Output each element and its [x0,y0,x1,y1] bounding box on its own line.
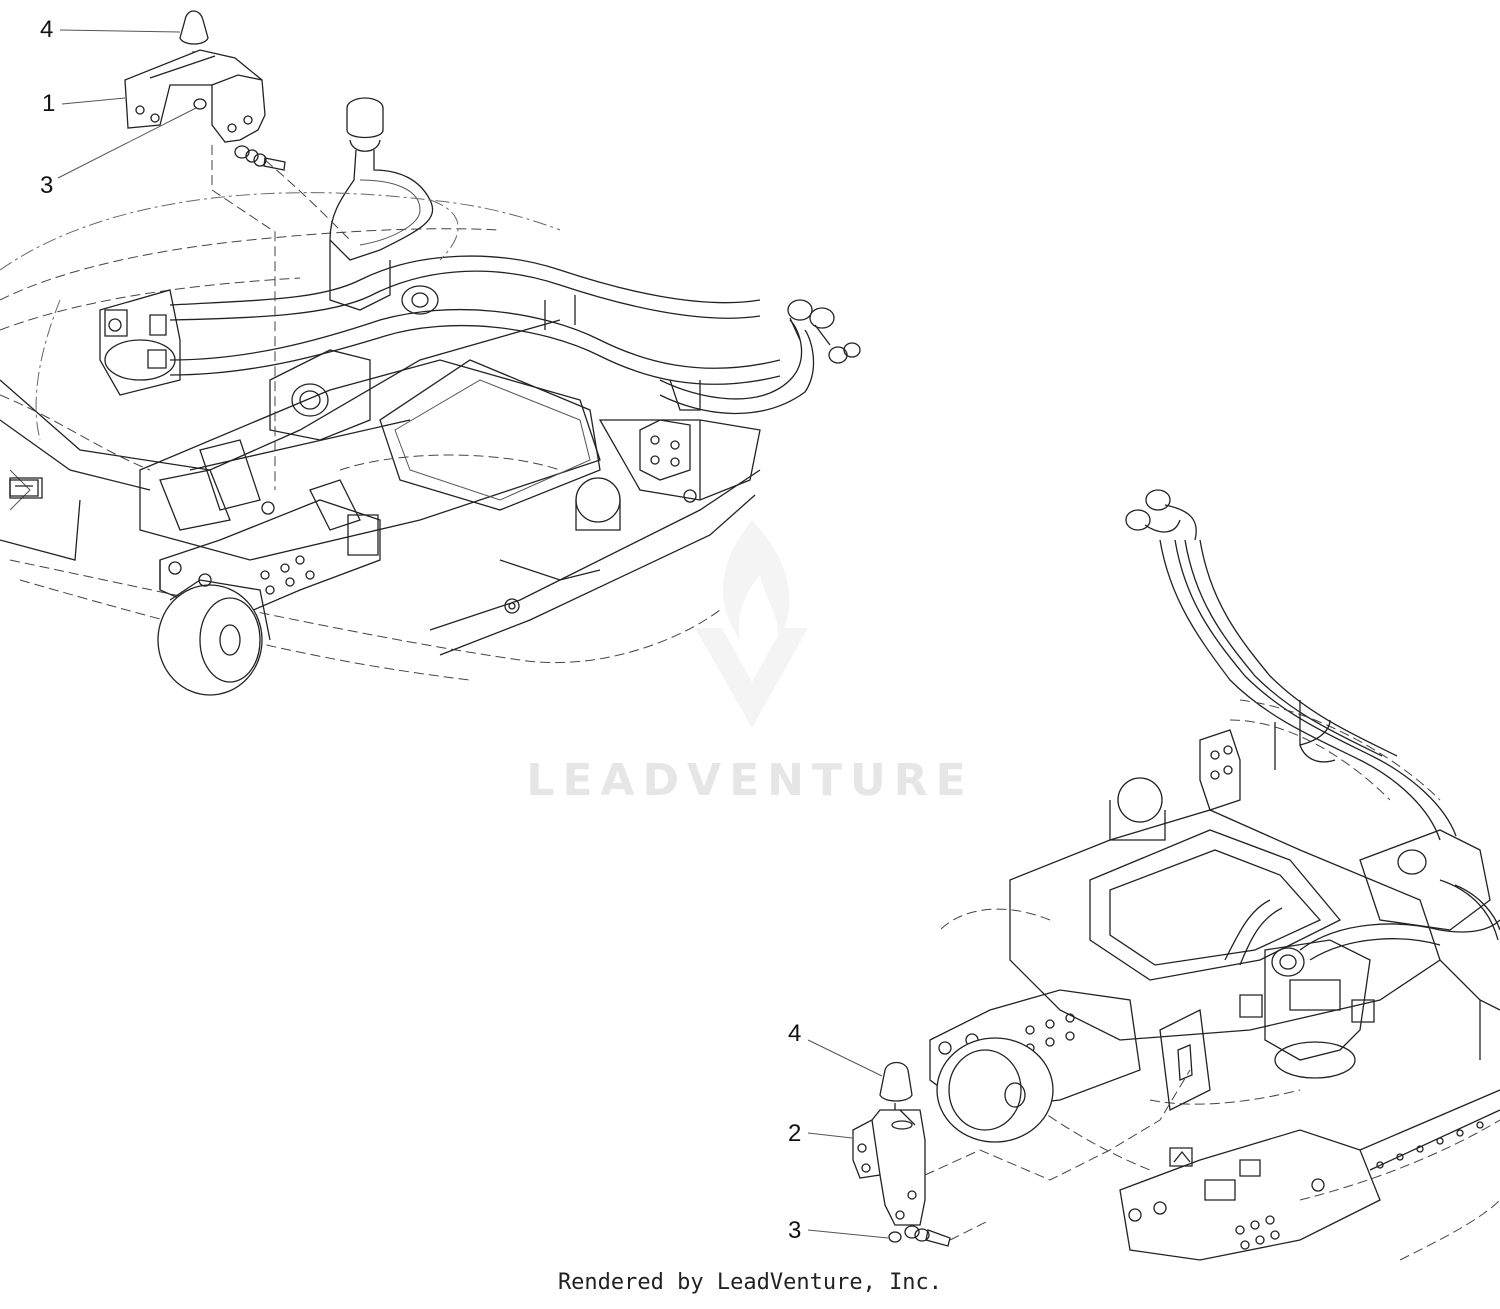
watermark-text: LEADVENTURE [526,755,974,806]
rubber-cap-icon [180,11,208,44]
callout-lower-3: 3 [788,1217,802,1244]
upper-deck-assembly [0,98,860,695]
bracket-1-icon [125,50,265,142]
callout-lower-4: 4 [788,1020,802,1047]
watermark-logo-icon [695,520,808,728]
callout-lower-2: 2 [788,1120,802,1147]
rubber-cap-icon [880,1063,912,1102]
lower-deck-assembly [930,490,1500,1260]
lower-bracket-parts [853,1063,1190,1247]
callout-upper-4: 4 [40,16,54,43]
lower-leader-lines [808,1040,888,1238]
callout-upper-1: 1 [42,90,56,117]
callout-upper-3: 3 [40,172,54,199]
upper-bracket-parts [125,11,350,490]
upper-leader-lines [58,30,196,178]
bracket-2-icon [853,1110,925,1225]
render-credit: Rendered by LeadVenture, Inc. [557,1270,943,1295]
